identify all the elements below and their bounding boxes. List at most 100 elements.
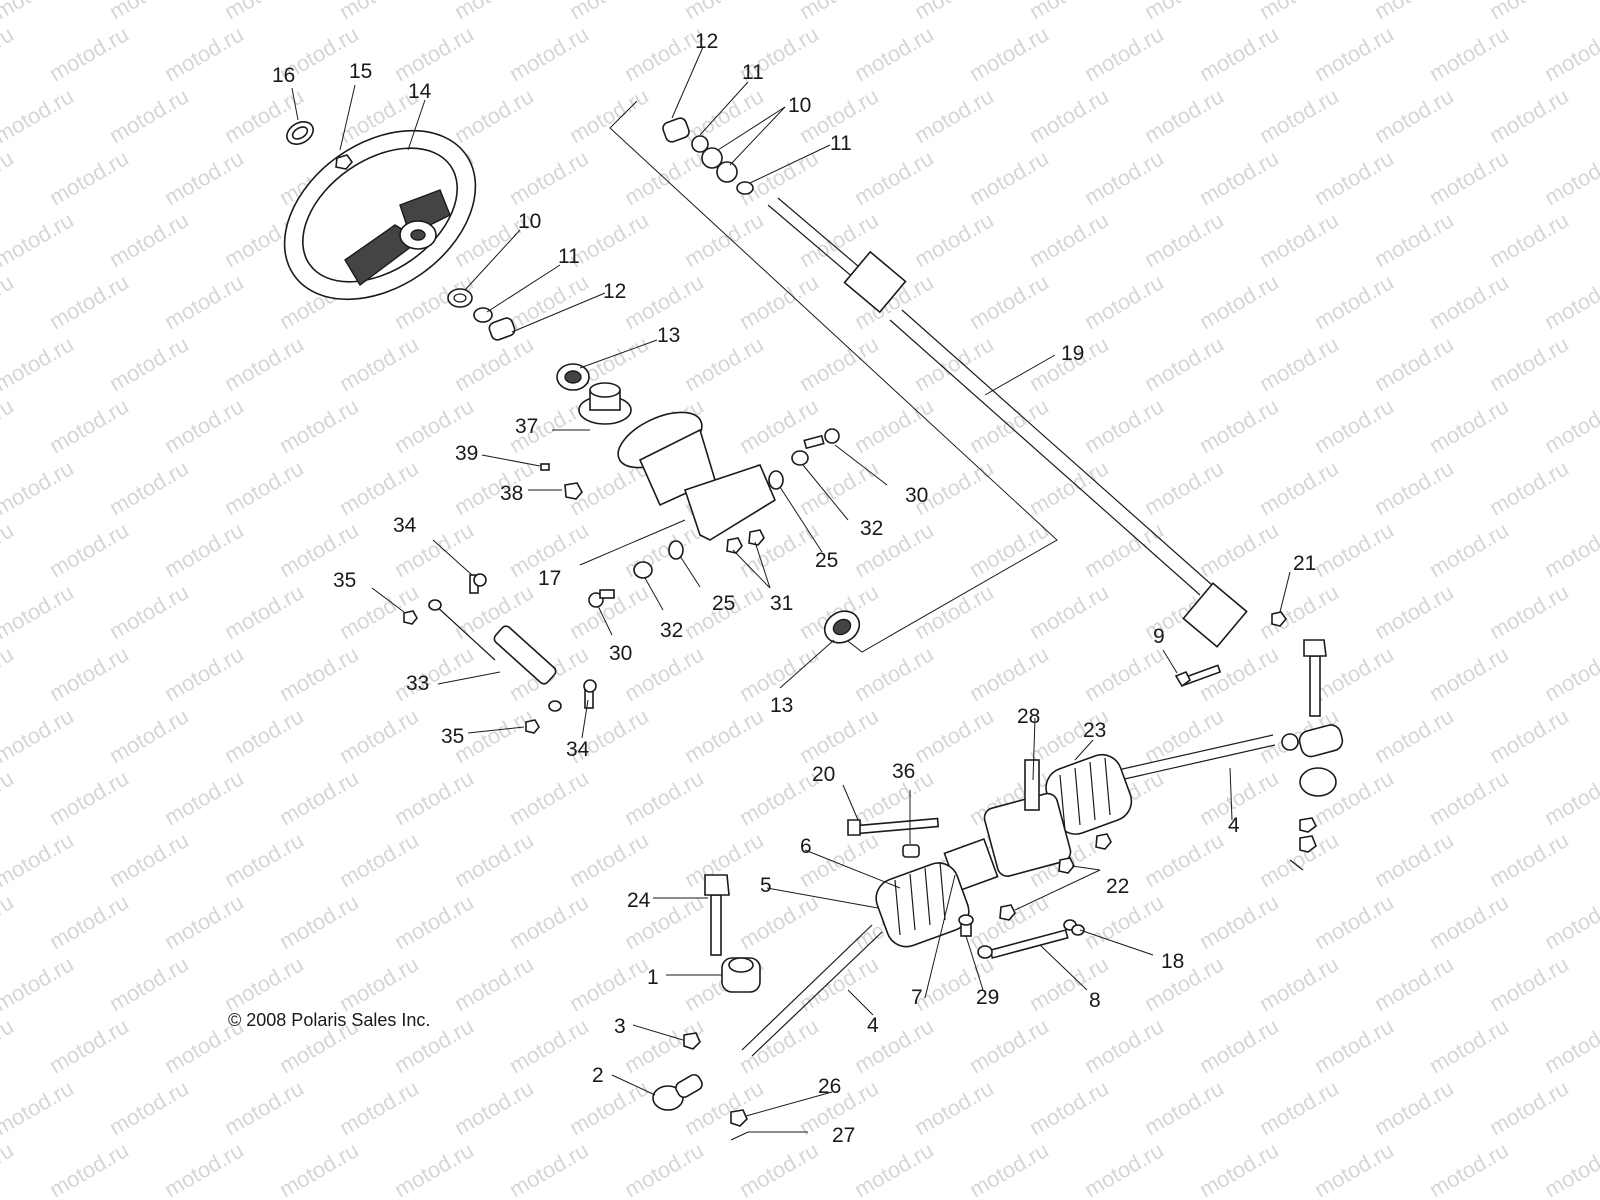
watermark-text: motod.ru (850, 1137, 938, 1200)
callout-12-left: 12 (603, 280, 626, 303)
watermark-text: motod.ru (1080, 1137, 1168, 1200)
watermark-text: motod.ru (1025, 1075, 1113, 1140)
callout-32-lower: 32 (660, 619, 683, 642)
watermark-text: motod.ru (1255, 331, 1343, 396)
bolt-9 (1174, 664, 1222, 688)
watermark-text: motod.ru (505, 765, 593, 830)
watermark-text: motod.ru (105, 579, 193, 644)
callout-33: 33 (406, 672, 429, 695)
watermark-text: motod.ru (1255, 827, 1343, 892)
callout-21: 21 (1293, 552, 1316, 575)
watermark-text: motod.ru (1425, 641, 1513, 706)
watermark-text: motod.ru (1310, 1013, 1398, 1078)
watermark-text: motod.ru (1370, 1075, 1458, 1140)
watermark-text: motod.ru (335, 455, 423, 520)
bolt-29 (958, 914, 974, 937)
watermark-text: motod.ru (45, 145, 133, 210)
watermark-text: motod.ru (105, 951, 193, 1016)
watermark-text: motod.ru (1370, 83, 1458, 148)
watermark-text: motod.ru (505, 145, 593, 210)
callout-39: 39 (455, 442, 478, 465)
callout-26: 26 (818, 1075, 841, 1098)
watermark-text: motod.ru (0, 951, 78, 1016)
nut-22-lower (1058, 857, 1075, 874)
watermark-text: motod.ru (965, 1137, 1053, 1200)
watermark-text: motod.ru (1540, 393, 1600, 458)
watermark-text: motod.ru (105, 455, 193, 520)
callout-12-upper: 12 (695, 30, 718, 53)
watermark-text: motod.ru (1425, 269, 1513, 334)
watermark-text: motod.ru (450, 83, 538, 148)
watermark-text: motod.ru (160, 889, 248, 954)
watermark-text: motod.ru (620, 765, 708, 830)
watermark-text: motod.ru (0, 83, 78, 148)
watermark-text: motod.ru (1255, 83, 1343, 148)
nut-22-mid (999, 904, 1016, 921)
watermark-text: motod.ru (795, 703, 883, 768)
watermark-text: motod.ru (1370, 455, 1458, 520)
watermark-text: motod.ru (1485, 703, 1573, 768)
watermark-text: motod.ru (1025, 455, 1113, 520)
watermark-text: motod.ru (910, 703, 998, 768)
callout-19: 19 (1061, 342, 1084, 365)
watermark-text: motod.ru (565, 827, 653, 892)
watermark-text: motod.ru (335, 703, 423, 768)
watermark-text: motod.ru (1255, 1075, 1343, 1140)
watermark-text: motod.ru (390, 765, 478, 830)
watermark-text: motod.ru (1370, 703, 1458, 768)
bearing-lower (823, 610, 861, 644)
washer-stack-upper (662, 117, 754, 195)
watermark-text: motod.ru (450, 0, 538, 24)
watermark-text: motod.ru (45, 889, 133, 954)
screw-39 (540, 463, 550, 471)
callout-35-upper: 35 (333, 569, 356, 592)
watermark-text: motod.ru (220, 331, 308, 396)
watermark-text: motod.ru (565, 1075, 653, 1140)
washer-25-lower (668, 540, 684, 560)
watermark-text: motod.ru (1485, 455, 1573, 520)
watermark-text: motod.ru (735, 517, 823, 582)
cotter-pin-27 (730, 1131, 749, 1141)
watermark-text: motod.ru (795, 331, 883, 396)
watermark-text: motod.ru (1255, 455, 1343, 520)
watermark-text: motod.ru (910, 83, 998, 148)
watermark-text: motod.ru (1195, 1137, 1283, 1200)
watermark-text: motod.ru (105, 207, 193, 272)
watermark-text: motod.ru (850, 145, 938, 210)
watermark-text: motod.ru (1140, 0, 1228, 24)
washer-36 (902, 844, 920, 858)
gas-strut (428, 599, 562, 712)
callout-22: 22 (1106, 875, 1129, 898)
watermark-text: motod.ru (795, 951, 883, 1016)
bushing-1 (721, 957, 761, 993)
column-hub (578, 382, 632, 425)
watermark-text: motod.ru (965, 145, 1053, 210)
ball-stud-34-upper (469, 573, 487, 594)
watermark-text: motod.ru (275, 393, 363, 458)
callout-36: 36 (892, 760, 915, 783)
callout-10-left: 10 (518, 210, 541, 233)
watermark-text: motod.ru (1195, 21, 1283, 86)
wheel-nut (335, 154, 354, 170)
watermark-text: motod.ru (505, 21, 593, 86)
watermark-text: motod.ru (220, 951, 308, 1016)
watermark-text: motod.ru (335, 951, 423, 1016)
watermark-text: motod.ru (1025, 83, 1113, 148)
watermark-text: motod.ru (1310, 145, 1398, 210)
steering-shaft (767, 197, 1248, 648)
watermark-text: motod.ru (105, 827, 193, 892)
callout-4-left: 4 (867, 1014, 879, 1037)
callout-9: 9 (1153, 625, 1165, 648)
callout-13-upper: 13 (657, 324, 680, 347)
watermark-text: motod.ru (910, 1075, 998, 1140)
watermark-text: motod.ru (965, 269, 1053, 334)
watermark-text: motod.ru (965, 1013, 1053, 1078)
watermark-text: motod.ru (1195, 145, 1283, 210)
callout-24: 24 (627, 889, 651, 912)
watermark-text: motod.ru (390, 889, 478, 954)
bushing-32-lower (633, 561, 653, 579)
watermark-text: motod.ru (1370, 207, 1458, 272)
watermark-text: motod.ru (1370, 951, 1458, 1016)
watermark-text: motod.ru (1425, 21, 1513, 86)
callout-11-upper: 11 (742, 61, 764, 84)
